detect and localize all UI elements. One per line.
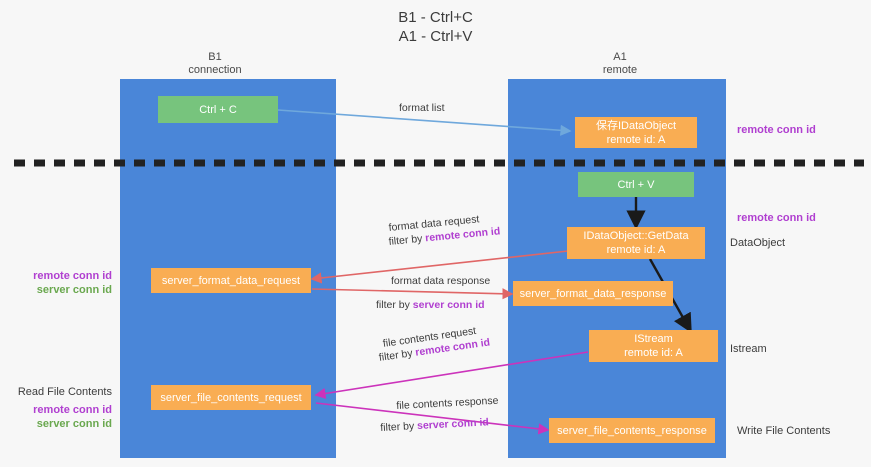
- edge-label-format-data-response: format data response: [391, 275, 491, 287]
- node-istream[interactable]: IStream remote id: A: [589, 330, 718, 362]
- annotation-right-remote-conn-id-mid: remote conn id: [737, 212, 816, 224]
- node-ctrl-v-label: Ctrl + V: [617, 178, 655, 191]
- node-server-file-contents-request-label: server_file_contents_request: [160, 391, 302, 404]
- node-ctrl-c-label: Ctrl + C: [199, 103, 237, 116]
- node-idataobject-getdata-sub: remote id: A: [606, 244, 666, 256]
- annotation-right-dataobject: DataObject: [730, 237, 786, 249]
- annotation-left-remote-conn-id-2: remote conn id: [33, 404, 112, 416]
- annotation-left-server-conn-id: server conn id: [36, 284, 112, 296]
- node-server-format-data-response-label: server_format_data_response: [519, 287, 667, 300]
- node-ctrl-v[interactable]: Ctrl + V: [578, 172, 694, 197]
- filter-by-prefix-1: filter by: [388, 232, 426, 248]
- node-server-format-data-request-label: server_format_data_request: [161, 274, 301, 287]
- filter-by-prefix-2: filter by: [376, 299, 413, 311]
- filter-key-server-conn-id-1: server conn id: [412, 299, 485, 311]
- node-istream-sub: remote id: A: [624, 347, 683, 359]
- annotation-left-server-conn-id-2: server conn id: [36, 418, 112, 430]
- annotation-right-istream: Istream: [730, 343, 767, 355]
- node-server-file-contents-response-label: server_file_contents_response: [557, 424, 707, 437]
- annotation-left-remote-conn-id: remote conn id: [33, 270, 112, 282]
- node-istream-label: IStream: [634, 333, 673, 345]
- annotation-left-read-file-contents: Read File Contents: [17, 386, 112, 398]
- page-title-line1: B1 - Ctrl+C: [398, 9, 473, 26]
- node-save-idataobject-sub: remote id: A: [606, 133, 666, 146]
- node-server-file-contents-request[interactable]: server_file_contents_request: [151, 385, 311, 410]
- annotation-right-write-file-contents: Write File Contents: [737, 425, 831, 437]
- edge-label-file-contents-response: file contents response: [396, 394, 499, 412]
- node-ctrl-c[interactable]: Ctrl + C: [158, 96, 278, 123]
- node-save-idataobject[interactable]: 保存IDataObject remote id: A: [575, 117, 697, 148]
- node-server-format-data-request[interactable]: server_format_data_request: [151, 268, 311, 293]
- page-title-line2: A1 - Ctrl+V: [398, 28, 473, 45]
- edge-label-format-list: format list: [399, 102, 445, 114]
- annotation-right-remote-conn-id-top: remote conn id: [737, 124, 816, 136]
- edge-label-format-data-response-filter: filter by server conn id: [376, 298, 485, 312]
- node-idataobject-getdata[interactable]: IDataObject::GetData remote id: A: [567, 227, 705, 259]
- column-header-a1-sub: remote: [602, 64, 638, 76]
- node-server-file-contents-response[interactable]: server_file_contents_response: [549, 418, 715, 443]
- column-header-a1-name: A1: [613, 51, 627, 63]
- column-header-b1-name: B1: [208, 51, 222, 63]
- node-idataobject-getdata-label: IDataObject::GetData: [583, 230, 689, 242]
- filter-by-prefix-3: filter by: [378, 346, 417, 364]
- edge-label-file-contents-response-filter: filter by server conn id: [380, 415, 489, 435]
- filter-key-server-conn-id-2: server conn id: [416, 416, 490, 433]
- node-save-idataobject-label: 保存IDataObject: [595, 119, 677, 132]
- node-server-format-data-response[interactable]: server_format_data_response: [513, 281, 673, 306]
- filter-by-prefix-4: filter by: [380, 420, 418, 434]
- column-header-b1-sub: connection: [188, 64, 242, 76]
